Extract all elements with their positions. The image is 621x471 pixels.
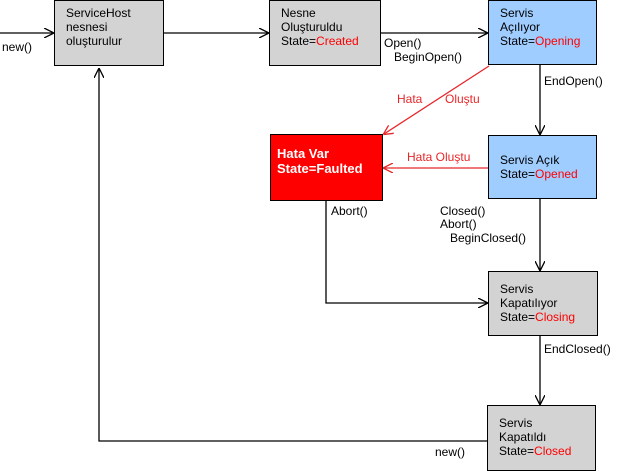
closing-state-box: Servis Kapatılıyor State=Closing [488,271,598,336]
closed-state-value: Closed [534,444,572,458]
label-abort: Abort() [331,204,368,218]
faulted-line-1: Hata Var [277,146,330,161]
label-begin-closed: BeginClosed() [450,231,527,245]
closing-state-value: Closing [535,310,576,324]
closed-state-prefix: State= [499,444,535,458]
closed-line-2: Kapatıldı [499,430,547,444]
arrow-closed-to-servicehost [99,69,487,442]
label-error-horizontal: Hata Oluştu [407,150,471,164]
label-new-left: new() [2,40,33,54]
label-abort-2: Abort() [440,217,477,231]
opened-state-prefix: State= [500,167,536,181]
faulted-state-box: Hata Var State=Faulted [270,134,383,201]
opening-state-box: Servis Açılıyor State=Opening [488,0,597,65]
arrow-faulted-to-closing [325,201,487,303]
closing-line-2: Kapatılıyor [500,296,558,310]
created-state-prefix: State= [281,34,317,48]
opened-state-value: Opened [535,167,578,181]
opening-state-line: State=Opening [500,34,590,48]
label-new-bottom: new() [435,445,466,459]
opened-state-line: State=Opened [500,167,590,181]
created-state-line: State=Created [281,34,374,48]
label-end-open: EndOpen() [544,74,603,88]
created-state-box: Nesne Oluşturuldu State=Created [269,0,381,66]
label-begin-open: BeginOpen() [394,50,463,64]
created-state-value: Created [316,34,359,48]
label-open: Open() [384,36,422,50]
created-line-1: Nesne [281,6,316,20]
label-error-diagonal-1: Hata [397,92,423,106]
label-closed-call: Closed() [440,204,486,218]
arrow-opening-to-faulted [384,65,490,134]
label-end-closed: EndClosed() [544,342,611,356]
label-error-diagonal-2: Oluştu [445,92,480,106]
opening-line-1: Servis [500,6,534,20]
closed-state-box: Servis Kapatıldı State=Closed [487,405,596,471]
servicehost-line-3: oluşturulur [66,34,123,48]
opened-line-1: Servis Açık [500,153,560,167]
servicehost-line-1: ServiceHost [66,6,131,20]
servicehost-box: ServiceHost nesnesi oluşturulur [54,0,164,66]
opening-state-prefix: State= [500,34,536,48]
faulted-line-2: State=Faulted [277,161,363,176]
closing-state-line: State=Closing [500,310,591,324]
closing-line-1: Servis [500,282,534,296]
opening-line-2: Açılıyor [500,20,541,34]
created-line-2: Oluşturuldu [281,20,343,34]
closing-state-prefix: State= [500,310,536,324]
closed-line-1: Servis [499,416,533,430]
opened-state-box: Servis Açık State=Opened [488,135,597,199]
closed-state-line: State=Closed [499,444,589,458]
servicehost-line-2: nesnesi [66,20,108,34]
opening-state-value: Opening [535,34,581,48]
